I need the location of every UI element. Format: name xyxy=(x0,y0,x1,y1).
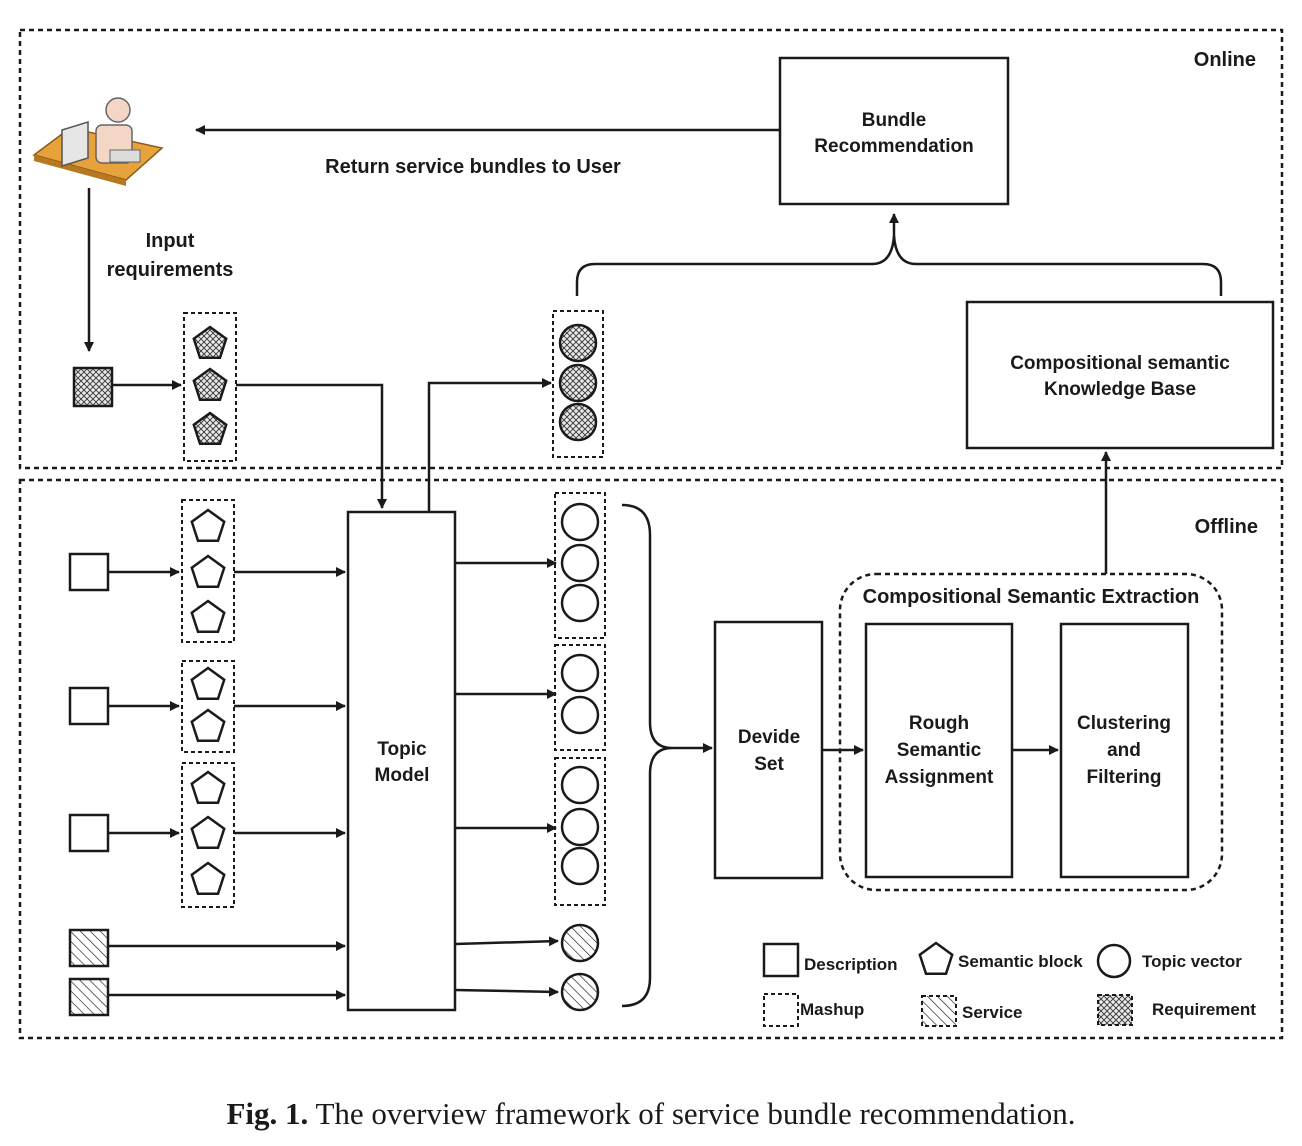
devide-set-box xyxy=(713,620,824,880)
semantic-block-3-3 xyxy=(190,861,226,896)
topic-vector-2-2 xyxy=(560,695,600,735)
semantic-block-3-1 xyxy=(190,770,226,805)
legend-requirement-label: Requirement xyxy=(1152,1000,1256,1019)
semantic-block-2-1 xyxy=(190,666,226,701)
topic-vector-1-1 xyxy=(560,502,600,542)
legend-topic-vector-label: Topic vector xyxy=(1142,952,1242,971)
caption-prefix: Fig. 1. xyxy=(226,1096,308,1131)
semantic-block-1-3 xyxy=(190,599,226,634)
input-label-line2: requirements xyxy=(107,259,234,281)
semantic-block-2-2 xyxy=(190,708,226,743)
rough-label-line3: Assignment xyxy=(885,767,994,788)
offline-label: Offline xyxy=(1195,516,1258,538)
requirement-topic-vectors xyxy=(558,323,598,442)
mashup-vector-group-3 xyxy=(554,757,606,906)
semantic-block-1-1 xyxy=(190,508,226,543)
caption-text: The overview framework of service bundle… xyxy=(308,1096,1075,1131)
topic-vector-3-2 xyxy=(560,807,600,847)
topic-label-line1: Topic xyxy=(377,739,427,760)
merge-brace xyxy=(575,235,1223,296)
cluster-label-line1: Clustering xyxy=(1077,713,1171,734)
semantic-block-3-2 xyxy=(190,815,226,850)
topic-model-box xyxy=(346,510,457,1012)
service-topic-vector-2 xyxy=(560,972,600,1012)
cluster-label-line3: Filtering xyxy=(1087,767,1162,788)
knowledge-base-box xyxy=(965,300,1275,450)
topic-to-req-vectors-arrow xyxy=(427,378,552,512)
topic-label-line2: Model xyxy=(375,765,430,786)
collect-brace xyxy=(621,503,673,1008)
return-arrow-label: Return service bundles to User xyxy=(325,156,621,178)
devide-label-line1: Devide xyxy=(738,727,800,748)
requirement-topic-vector-2 xyxy=(558,363,598,403)
legend-mashup-swatch xyxy=(763,993,799,1027)
extraction-group xyxy=(838,572,1224,892)
devide-label-line2: Set xyxy=(754,754,784,775)
requirement-block-group xyxy=(183,312,237,462)
topic-vector-3-3 xyxy=(560,846,600,886)
topic-to-service-vector2-arrow xyxy=(454,986,559,997)
legend-description-swatch xyxy=(762,942,800,978)
req-blocks-to-topic-arrow xyxy=(236,383,387,509)
topic-vector-3-1 xyxy=(560,765,600,805)
extraction-title: Compositional Semantic Extraction xyxy=(863,586,1200,608)
mashup-description-1 xyxy=(68,552,110,592)
requirement-topic-vector-3 xyxy=(558,402,598,442)
topic-vector-1-2 xyxy=(560,543,600,583)
mashup-topic-vectors xyxy=(455,492,606,906)
input-label-line1: Input xyxy=(146,230,195,252)
rough-label-line2: Semantic xyxy=(897,740,982,761)
topic-vector-1-3 xyxy=(560,583,600,623)
offline-region xyxy=(18,478,1284,1040)
mashup-inputs xyxy=(68,499,346,908)
service-square-2 xyxy=(68,977,110,1017)
mashup-vector-group-2 xyxy=(554,644,606,751)
service-topic-vector-1 xyxy=(560,923,600,963)
bundle-recommendation-box xyxy=(778,56,1010,206)
service-square-1 xyxy=(68,928,110,968)
requirement-semantic-block-3 xyxy=(192,411,228,446)
mashup-block-group-2 xyxy=(181,660,235,753)
requirement-semantic-block-2 xyxy=(192,367,228,402)
cluster-label-line2: and xyxy=(1107,740,1141,761)
legend-topic-vector-swatch xyxy=(1096,943,1132,979)
requirement-vector-group xyxy=(552,310,604,458)
clustering-box xyxy=(1059,622,1190,879)
semantic-block-1-2 xyxy=(190,554,226,589)
requirement-topic-vector-1 xyxy=(558,323,598,363)
legend-semantic-block-swatch xyxy=(918,941,954,976)
requirement-square xyxy=(72,366,114,408)
legend-mashup-label: Mashup xyxy=(800,1000,864,1019)
mashup-description-2 xyxy=(68,686,110,726)
requirement-semantic-blocks xyxy=(192,325,228,446)
legend-service-label: Service xyxy=(962,1003,1023,1022)
online-region xyxy=(18,28,1284,470)
online-label: Online xyxy=(1194,49,1256,71)
topic-to-service-vector1-arrow xyxy=(454,936,559,947)
topic-vector-2-1 xyxy=(560,653,600,693)
kb-label-line2: Knowledge Base xyxy=(1044,379,1196,400)
rough-label-line1: Rough xyxy=(909,713,969,734)
rough-semantic-box xyxy=(864,622,1014,879)
figure-caption: Fig. 1. The overview framework of servic… xyxy=(226,1096,1075,1131)
user-at-desk-icon xyxy=(32,97,164,186)
mashup-vector-group-1 xyxy=(554,492,606,639)
legend-requirement-swatch xyxy=(1097,994,1133,1026)
bundle-label-line2: Recommendation xyxy=(814,136,973,157)
legend-description-label: Description xyxy=(804,955,898,974)
requirement-semantic-block-1 xyxy=(192,325,228,360)
bundle-label-line1: Bundle xyxy=(862,110,926,131)
legend: Description Semantic block Topic vector … xyxy=(762,941,1256,1027)
mashup-description-3 xyxy=(68,813,110,853)
kb-label-line1: Compositional semantic xyxy=(1010,353,1230,374)
legend-semantic-block-label: Semantic block xyxy=(958,952,1083,971)
legend-service-swatch xyxy=(921,995,957,1027)
